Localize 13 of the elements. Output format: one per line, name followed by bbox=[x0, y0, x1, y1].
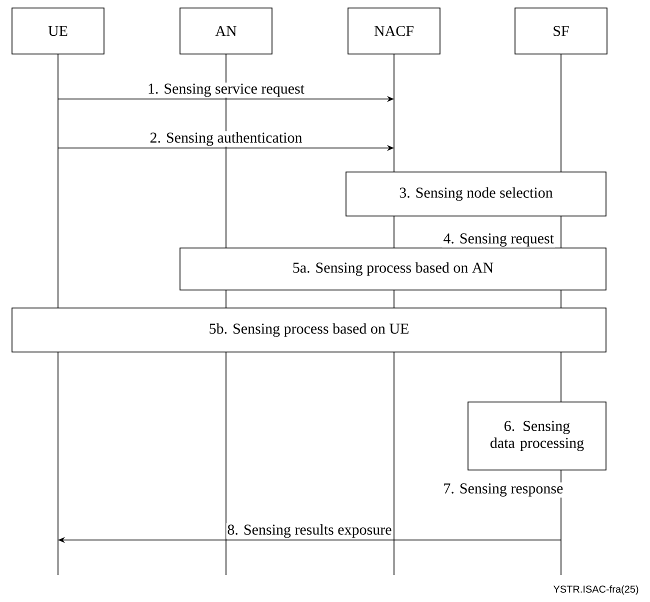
step-label: 4. Sensing request bbox=[442, 232, 556, 248]
lifeline-header-box: NACF bbox=[348, 8, 440, 54]
process-box: 6. Sensing data processing bbox=[468, 402, 606, 470]
figure-id: YSTR.ISAC-fra(25) bbox=[553, 585, 638, 595]
edge-label: 8. Sensing results exposure bbox=[226, 523, 393, 539]
step-label: 7. Sensing response bbox=[442, 482, 564, 498]
lifeline-header-box: AN bbox=[180, 8, 272, 54]
lifeline-header-box: UE bbox=[12, 8, 104, 54]
edge-label: 1. Sensing service request bbox=[146, 82, 306, 98]
edge-label: 2. Sensing authentication bbox=[148, 131, 304, 147]
lifeline-header-box: SF bbox=[514, 8, 608, 54]
process-box: 5b. Sensing process based on UE bbox=[12, 308, 606, 352]
process-box: 3. Sensing node selection bbox=[346, 172, 606, 216]
